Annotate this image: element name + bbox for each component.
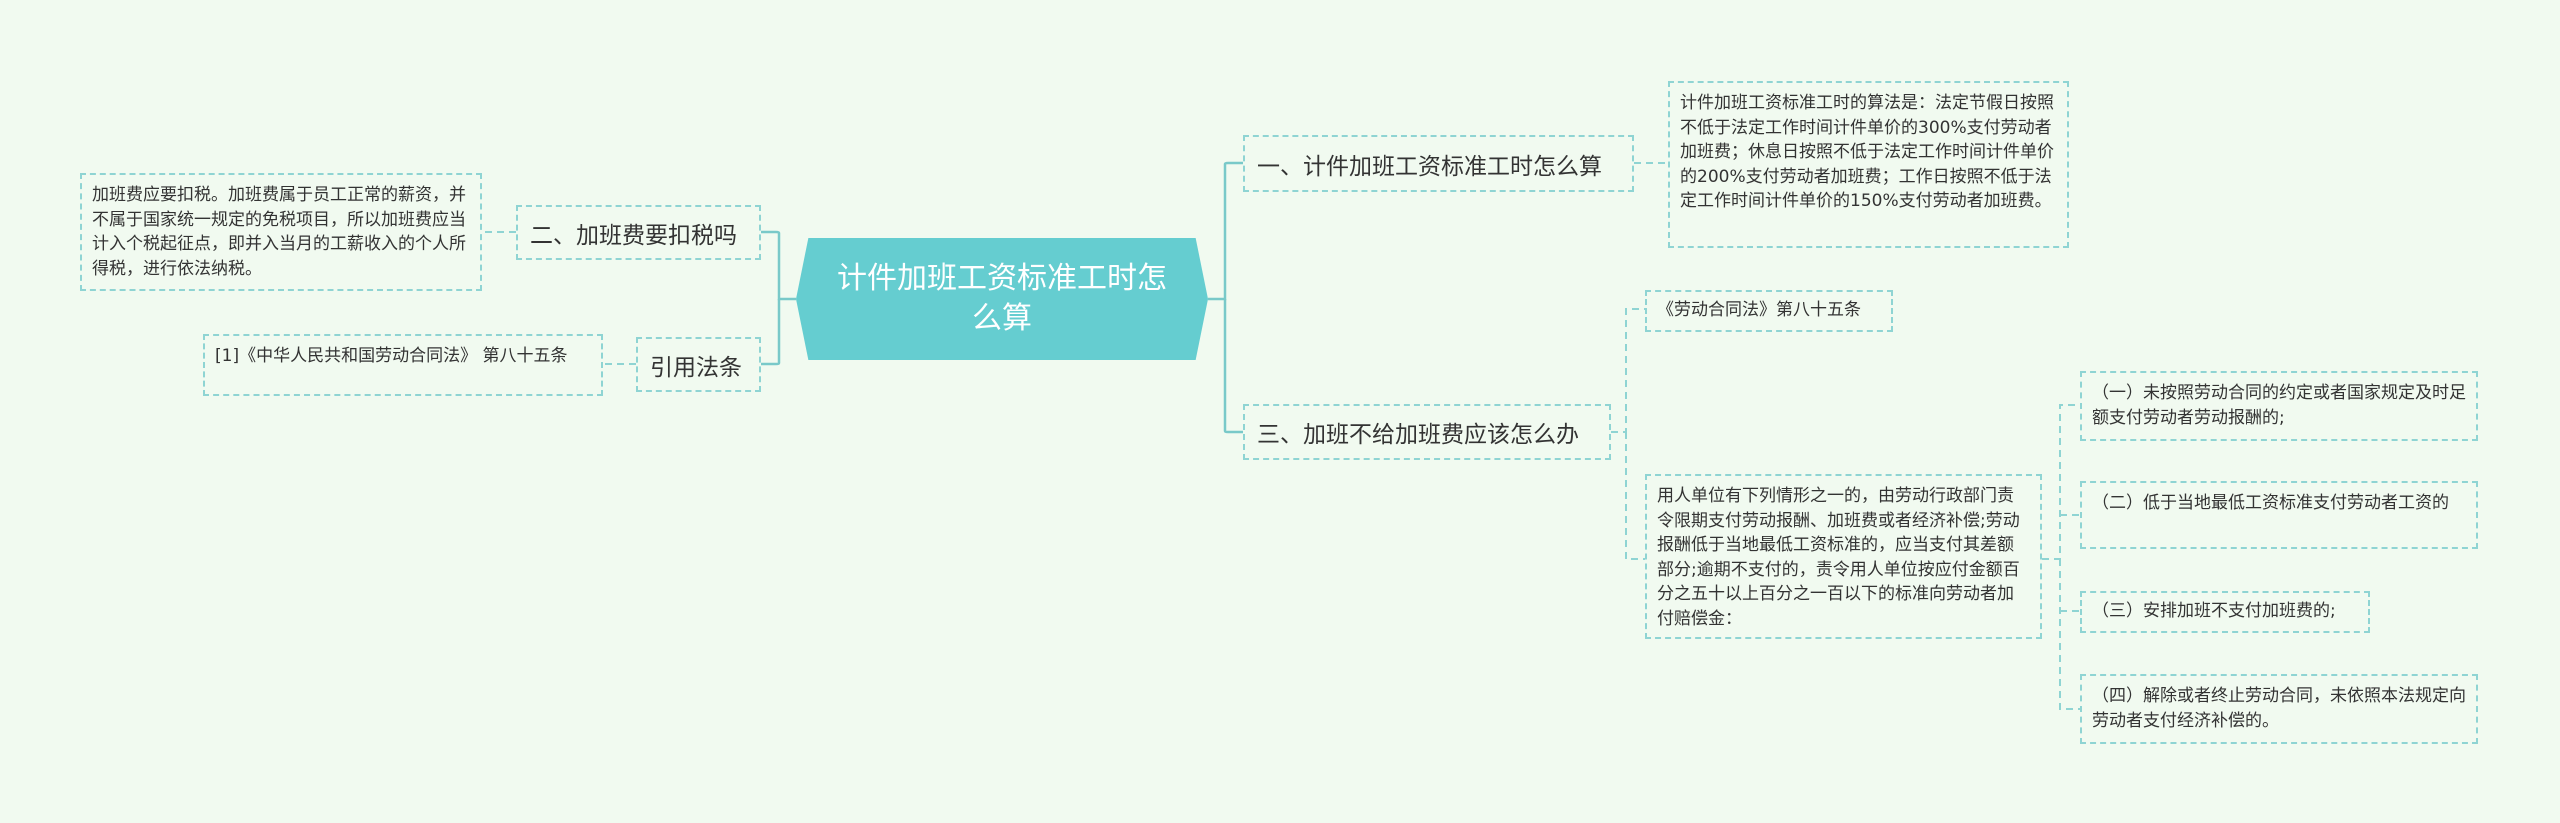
law-ref-text: 《劳动合同法》第八十五条 xyxy=(1657,300,1861,320)
detail-tax-answer[interactable]: 加班费应要扣税。加班费属于员工正常的薪资，并不属于国家统一规定的免税项目，所以加… xyxy=(80,173,482,291)
list-item-text: （三）安排加班不支付加班费的; xyxy=(2092,601,2336,621)
topic-label: 引用法条 xyxy=(650,354,742,381)
connector-root-to-t1 xyxy=(1208,161,1243,301)
connector-root-to-t2 xyxy=(761,230,796,301)
root-topic[interactable]: 计件加班工资标准工时怎么算 xyxy=(796,238,1208,360)
connector-t3-to-lawref xyxy=(1611,308,1645,433)
topic-cited-law[interactable]: 引用法条 xyxy=(636,337,761,392)
list-item-text: （四）解除或者终止劳动合同，未依照本法规定向劳动者支付经济补偿的。 xyxy=(2092,686,2466,731)
list-item[interactable]: （二）低于当地最低工资标准支付劳动者工资的 xyxy=(2080,481,2478,549)
connector-detail-to-items xyxy=(2042,404,2080,710)
detail-unpaid-overtime[interactable]: 用人单位有下列情形之一的，由劳动行政部门责令限期支付劳动报酬、加班费或者经济补偿… xyxy=(1645,474,2042,639)
list-item-text: （二）低于当地最低工资标准支付劳动者工资的 xyxy=(2092,493,2449,513)
connector-root-to-t4 xyxy=(761,299,781,366)
topic-calculation-method[interactable]: 一、计件加班工资标准工时怎么算 xyxy=(1243,135,1634,192)
topic-tax-question[interactable]: 二、加班费要扣税吗 xyxy=(516,205,761,260)
topic-unpaid-overtime[interactable]: 三、加班不给加班费应该怎么办 xyxy=(1243,404,1611,460)
connector-t3-to-detail xyxy=(1625,432,1645,560)
connector-root-to-t3 xyxy=(1223,299,1243,434)
root-title: 计件加班工资标准工时怎么算 xyxy=(837,261,1167,336)
detail-text: [1]《中华人民共和国劳动合同法》 第八十五条 xyxy=(215,346,568,366)
detail-text: 用人单位有下列情形之一的，由劳动行政部门责令限期支付劳动报酬、加班费或者经济补偿… xyxy=(1657,486,2020,629)
list-item[interactable]: （三）安排加班不支付加班费的; xyxy=(2080,591,2370,633)
list-item-text: （一）未按照劳动合同的约定或者国家规定及时足额支付劳动者劳动报酬的; xyxy=(2092,383,2466,428)
list-item[interactable]: （一）未按照劳动合同的约定或者国家规定及时足额支付劳动者劳动报酬的; xyxy=(2080,371,2478,441)
topic-label: 二、加班费要扣税吗 xyxy=(530,222,737,249)
law-reference-article-85[interactable]: 《劳动合同法》第八十五条 xyxy=(1645,290,1893,332)
list-item[interactable]: （四）解除或者终止劳动合同，未依照本法规定向劳动者支付经济补偿的。 xyxy=(2080,674,2478,744)
detail-calculation-method[interactable]: 计件加班工资标准工时的算法是：法定节假日按照不低于法定工作时间计件单价的300%… xyxy=(1668,81,2069,248)
detail-text: 计件加班工资标准工时的算法是：法定节假日按照不低于法定工作时间计件单价的300%… xyxy=(1680,93,2054,211)
detail-text: 加班费应要扣税。加班费属于员工正常的薪资，并不属于国家统一规定的免税项目，所以加… xyxy=(92,185,466,279)
topic-label: 三、加班不给加班费应该怎么办 xyxy=(1257,422,1579,448)
topic-label: 一、计件加班工资标准工时怎么算 xyxy=(1257,153,1602,180)
detail-cited-law[interactable]: [1]《中华人民共和国劳动合同法》 第八十五条 xyxy=(203,334,603,396)
